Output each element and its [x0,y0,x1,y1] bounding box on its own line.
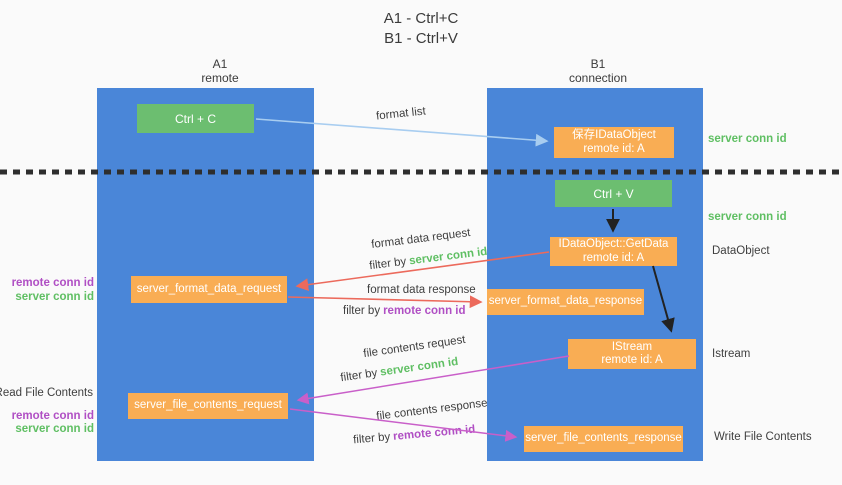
node-server-file-contents-response: server_file_contents_response [524,426,683,452]
node-ctrl-c: Ctrl + C [137,104,254,133]
label-format-data-response: format data response [367,284,476,296]
node-format-response-label: server_format_data_response [488,295,643,308]
left-label-remote-conn-id-2: remote conn id [11,410,94,422]
right-label-server-conn-id-mid: server conn id [708,211,787,223]
lane-b1-name: B1 [590,57,606,71]
node-istream-line1: IStream [611,340,653,353]
left-label-remote-conn-id-1: remote conn id [11,277,94,289]
node-ctrl-c-label: Ctrl + C [174,111,216,126]
node-file-request-label: server_file_contents_request [134,399,282,412]
right-label-istream: Istream [712,348,751,360]
label-filter-by-server-2: filter byserver conn id [339,355,459,385]
title-line-1: A1 - Ctrl+C [383,10,459,27]
label-format-list: format list [375,105,427,123]
node-format-request-label: server_format_data_request [136,282,282,295]
left-label-read-file-contents: Read File Contents [0,387,93,399]
node-file-response-label: server_file_contents_response [525,432,682,445]
left-label-server-conn-id-1: server conn id [15,291,94,303]
right-label-server-conn-id-top: server conn id [708,133,787,145]
node-save-line1: 保存IDataObject [572,129,656,141]
lane-header-a1: A1 remote [150,57,290,85]
node-idataobject-getdata: IDataObject::GetData remote id: A [550,237,677,266]
label-file-contents-response: file contents response [375,397,489,423]
node-save-line2: remote id: A [583,142,645,155]
node-server-file-contents-request: server_file_contents_request [128,393,288,419]
right-label-dataobject: DataObject [712,245,770,257]
lane-b1-subtitle: connection [568,71,628,85]
lane-a1-subtitle: remote [201,71,239,85]
node-save-idataobject: 保存IDataObject remote id: A [554,127,674,158]
lane-a1-name: A1 [212,57,228,71]
title-line-2: B1 - Ctrl+V [384,30,458,47]
node-getdata-line2: remote id: A [582,251,645,264]
node-istream: IStream remote id: A [568,339,696,369]
lane-header-b1: B1 connection [528,57,668,85]
node-istream-line2: remote id: A [601,354,663,366]
node-getdata-line1: IDataObject::GetData [558,238,669,250]
node-ctrl-v-label: Ctrl + V [593,186,634,201]
arrow-format-data-response [287,295,483,309]
right-label-write-file-contents: Write File Contents [714,431,812,443]
diagram-title: A1 - Ctrl+C B1 - Ctrl+V [0,9,842,49]
node-ctrl-v: Ctrl + V [555,180,672,207]
node-server-format-data-response: server_format_data_response [487,289,644,315]
left-label-server-conn-id-2: server conn id [15,423,94,435]
label-format-data-request: format data request [370,226,472,252]
node-server-format-data-request: server_format_data_request [131,276,287,303]
